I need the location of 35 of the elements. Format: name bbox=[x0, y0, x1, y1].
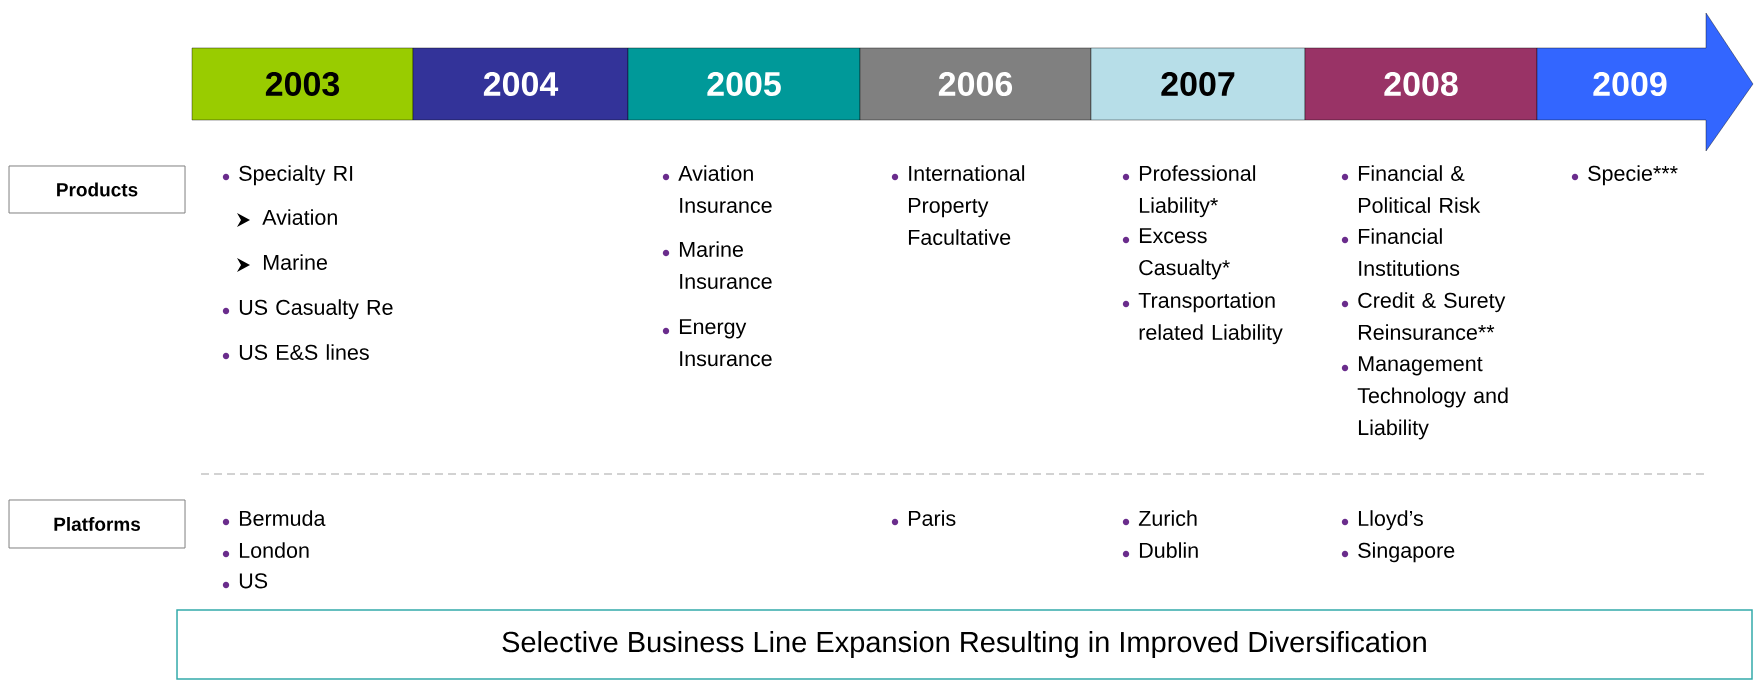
year-box: 2003 bbox=[191, 47, 414, 121]
year-box: 2004 bbox=[412, 47, 629, 121]
bullet-item: London bbox=[222, 542, 309, 558]
arrow-year-box: 2009 bbox=[1536, 12, 1754, 152]
category-box: Platforms bbox=[8, 499, 186, 549]
bullet-item: Energy Insurance bbox=[662, 319, 772, 367]
bullet-item: International Property Facultative bbox=[891, 165, 1025, 245]
bullet-item: Dublin bbox=[1122, 542, 1198, 558]
bullet-item: US bbox=[222, 573, 268, 589]
year-box: 2007 bbox=[1090, 47, 1306, 121]
summary-box: Selective Business Line Expansion Resulting in Improved Diversification bbox=[176, 609, 1753, 680]
bullet-item: Lloyd’s bbox=[1341, 510, 1423, 531]
year-box: 2008 bbox=[1304, 47, 1538, 121]
bullet-item: Excess Casualty* bbox=[1122, 228, 1230, 280]
bullet-item: Paris bbox=[891, 510, 956, 526]
bullet-item: Zurich bbox=[1122, 510, 1197, 526]
bullet-item: Singapore bbox=[1341, 542, 1455, 563]
bullet-item: Financial & Political Risk bbox=[1341, 165, 1481, 213]
bullet-item: Management Technology and Liability bbox=[1341, 356, 1508, 440]
bullet-item: Aviation bbox=[237, 209, 337, 227]
year-box: 2006 bbox=[859, 47, 1092, 121]
year-box: 2005 bbox=[627, 47, 861, 121]
category-box: Products bbox=[8, 165, 186, 214]
bullet-item: Transportation related Liability bbox=[1122, 292, 1283, 345]
bullet-item: Bermuda bbox=[222, 510, 326, 526]
bullet-item: Marine bbox=[237, 254, 327, 272]
bullet-item: Professional Liability* bbox=[1122, 165, 1256, 218]
bullet-item: Credit & Surety Reinsurance** bbox=[1341, 292, 1506, 340]
bullet-item: Marine Insurance bbox=[662, 241, 772, 289]
bullet-item: Financial Institutions bbox=[1341, 228, 1460, 276]
bullet-item: Aviation Insurance bbox=[662, 165, 772, 213]
bullet-item: Specialty RI bbox=[222, 165, 353, 186]
bullet-item: US Casualty Re bbox=[222, 299, 393, 320]
bullet-item: Specie*** bbox=[1571, 165, 1678, 186]
bullet-item: US E&S lines bbox=[222, 344, 369, 360]
